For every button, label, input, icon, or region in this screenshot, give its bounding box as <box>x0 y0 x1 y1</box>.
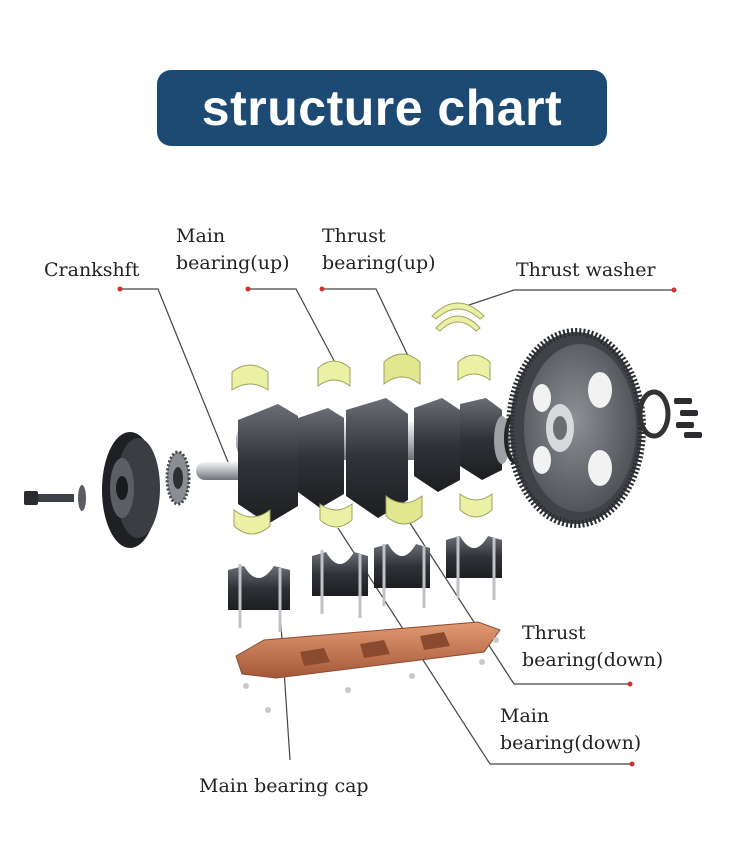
thrust-bearing-up <box>383 353 421 386</box>
flywheel <box>506 328 646 528</box>
lower-bearing-shells <box>233 493 493 535</box>
bearing-cap-2 <box>312 552 368 596</box>
leader-dot-thrust-bearing-down <box>627 681 633 687</box>
bearing-cap-1 <box>228 566 290 610</box>
cap-studs <box>238 536 496 632</box>
crankshaft <box>196 398 510 524</box>
timing-gear <box>165 450 191 506</box>
bearing-cap-4 <box>446 536 502 578</box>
label-thrust-bearing-down-line2: bearing(down) <box>522 649 664 671</box>
main-bearing-cap-girdle <box>235 621 501 679</box>
label-thrust-bearing-up-line1: Thrust <box>322 225 386 247</box>
leader-dot-main-bearing-up <box>245 286 251 292</box>
label-main-bearing-up-line2: bearing(up) <box>176 252 290 274</box>
bearing-caps <box>228 536 502 610</box>
label-main-bearing-cap: Main bearing cap <box>199 775 369 797</box>
label-main-bearing-down-line1: Main <box>500 705 550 727</box>
leader-dots <box>117 286 677 767</box>
main-bearing-up-2 <box>317 360 351 387</box>
main-bearing-down-1 <box>233 508 271 535</box>
main-bearing-down-3 <box>459 493 493 518</box>
label-main-bearing-down: Main bearing(down) <box>500 703 641 757</box>
main-bearing-down-2 <box>319 503 353 528</box>
bearing-cap-3 <box>374 544 430 588</box>
leader-lines <box>120 288 674 765</box>
label-thrust-washer: Thrust washer <box>516 259 656 281</box>
front-bolt <box>24 485 86 511</box>
label-crankshaft: Crankshft <box>44 259 140 281</box>
leader-thrust-bearing-down <box>407 519 630 685</box>
leader-dot-thrust-bearing-up <box>319 286 325 292</box>
flex-plate-and-bolts <box>637 389 702 439</box>
leader-main-bearing-up <box>248 288 339 369</box>
label-main-bearing-up-line1: Main <box>176 225 226 247</box>
main-bearing-up-1 <box>231 364 269 391</box>
label-thrust-bearing-up-line2: bearing(up) <box>322 252 436 274</box>
title-banner: structure chart <box>157 70 607 146</box>
crank-pulley <box>102 432 160 548</box>
label-thrust-bearing-down: Thrust bearing(down) <box>522 620 663 674</box>
leader-main-bearing-down <box>337 527 632 765</box>
thrust-washer <box>431 302 485 332</box>
upper-bearing-shells <box>231 353 491 391</box>
thrust-bearing-down <box>385 494 423 525</box>
leader-thrust-bearing-up <box>322 288 411 361</box>
leader-dot-crankshaft <box>117 286 123 292</box>
leader-dot-main-bearing-down <box>629 761 635 767</box>
leader-main-bearing-cap <box>279 609 291 761</box>
label-main-bearing-down-line2: bearing(down) <box>500 732 642 754</box>
label-thrust-bearing-up: Thrust bearing(up) <box>322 223 436 277</box>
label-thrust-bearing-down-line1: Thrust <box>522 622 586 644</box>
label-main-bearing-up: Main bearing(up) <box>176 223 290 277</box>
girdle-nuts <box>243 637 499 713</box>
leader-crankshaft <box>120 288 229 463</box>
leader-dot-thrust-washer <box>671 287 677 293</box>
leader-thrust-washer <box>459 289 674 309</box>
page-title: structure chart <box>201 80 563 136</box>
main-bearing-up-3 <box>457 354 491 381</box>
